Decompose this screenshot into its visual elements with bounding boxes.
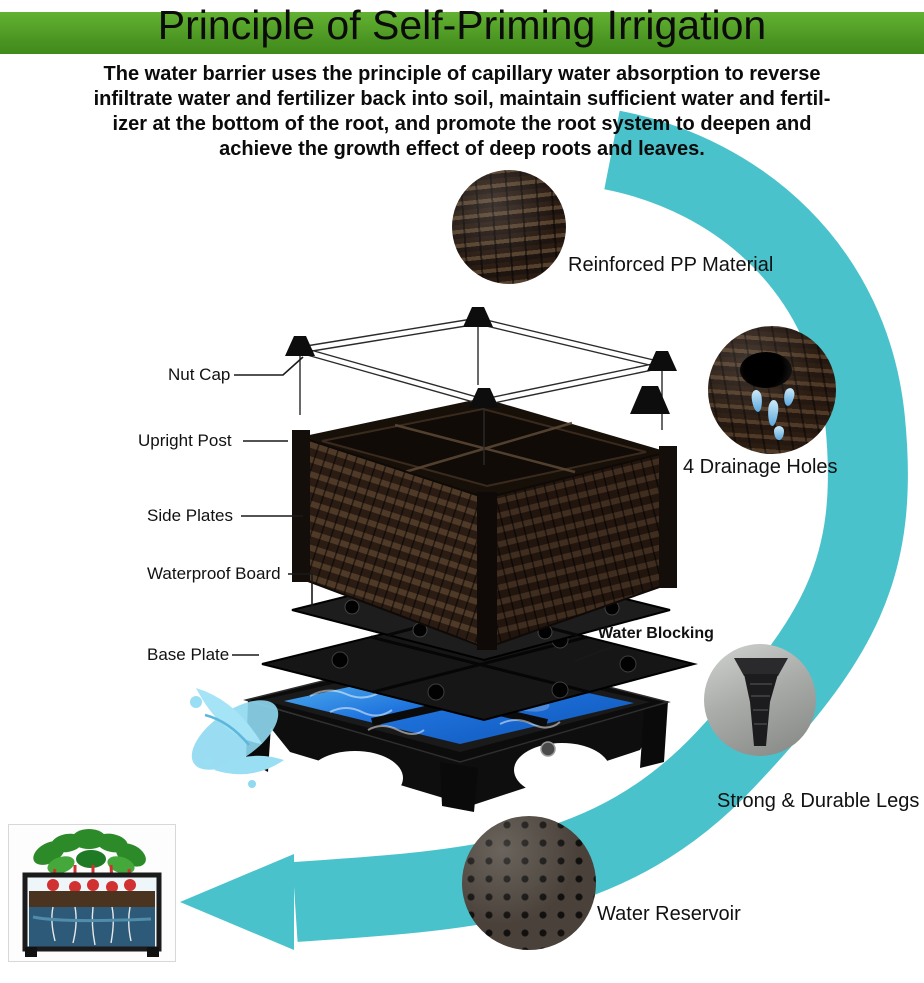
radishes (47, 879, 136, 893)
title-accent-bar (0, 12, 924, 54)
description-line: infiltrate water and fertilizer back int… (93, 88, 831, 110)
description-line: The water barrier uses the principle of … (103, 63, 821, 85)
label-water-reservoir: Water Reservoir (597, 903, 741, 925)
harvest-photo (8, 824, 176, 962)
label-water-blocking: Water Blocking (598, 625, 714, 642)
water-drop-icon (774, 426, 784, 440)
description-line: izer at the bottom of the root, and prom… (112, 113, 812, 135)
roots (51, 906, 132, 946)
water-splash (190, 688, 284, 788)
water-drop-icon (782, 387, 796, 407)
description-paragraph: The water barrier uses the principle of … (72, 62, 852, 162)
water-drop-icon (750, 389, 764, 413)
pp-material-photo (452, 170, 566, 284)
nut-caps (285, 307, 677, 414)
label-drainage-holes: 4 Drainage Holes (683, 456, 838, 478)
tray-plug (540, 741, 556, 757)
description-line: achieve the growth effect of deep roots … (219, 138, 705, 160)
drainage-holes-photo (708, 326, 836, 454)
label-pp-material: Reinforced PP Material (568, 254, 774, 276)
leg-illustration (734, 658, 788, 746)
flow-arrow-head (180, 854, 294, 950)
label-upright-post: Upright Post (138, 431, 232, 450)
durable-legs-photo (704, 644, 816, 756)
page-title: Principle of Self-Priming Irrigation (157, 2, 767, 48)
plant-leaves (33, 829, 146, 874)
label-nut-cap: Nut Cap (168, 365, 231, 384)
water-drop-icon (767, 399, 779, 427)
label-waterproof-board: Waterproof Board (147, 564, 281, 583)
label-durable-legs: Strong & Durable Legs (717, 790, 920, 812)
label-side-plates: Side Plates (147, 506, 233, 525)
water-reservoir-photo (462, 816, 596, 950)
harvest-illustration (9, 825, 175, 961)
label-base-plate: Base Plate (147, 645, 230, 664)
drainage-hole-icon (740, 352, 792, 388)
